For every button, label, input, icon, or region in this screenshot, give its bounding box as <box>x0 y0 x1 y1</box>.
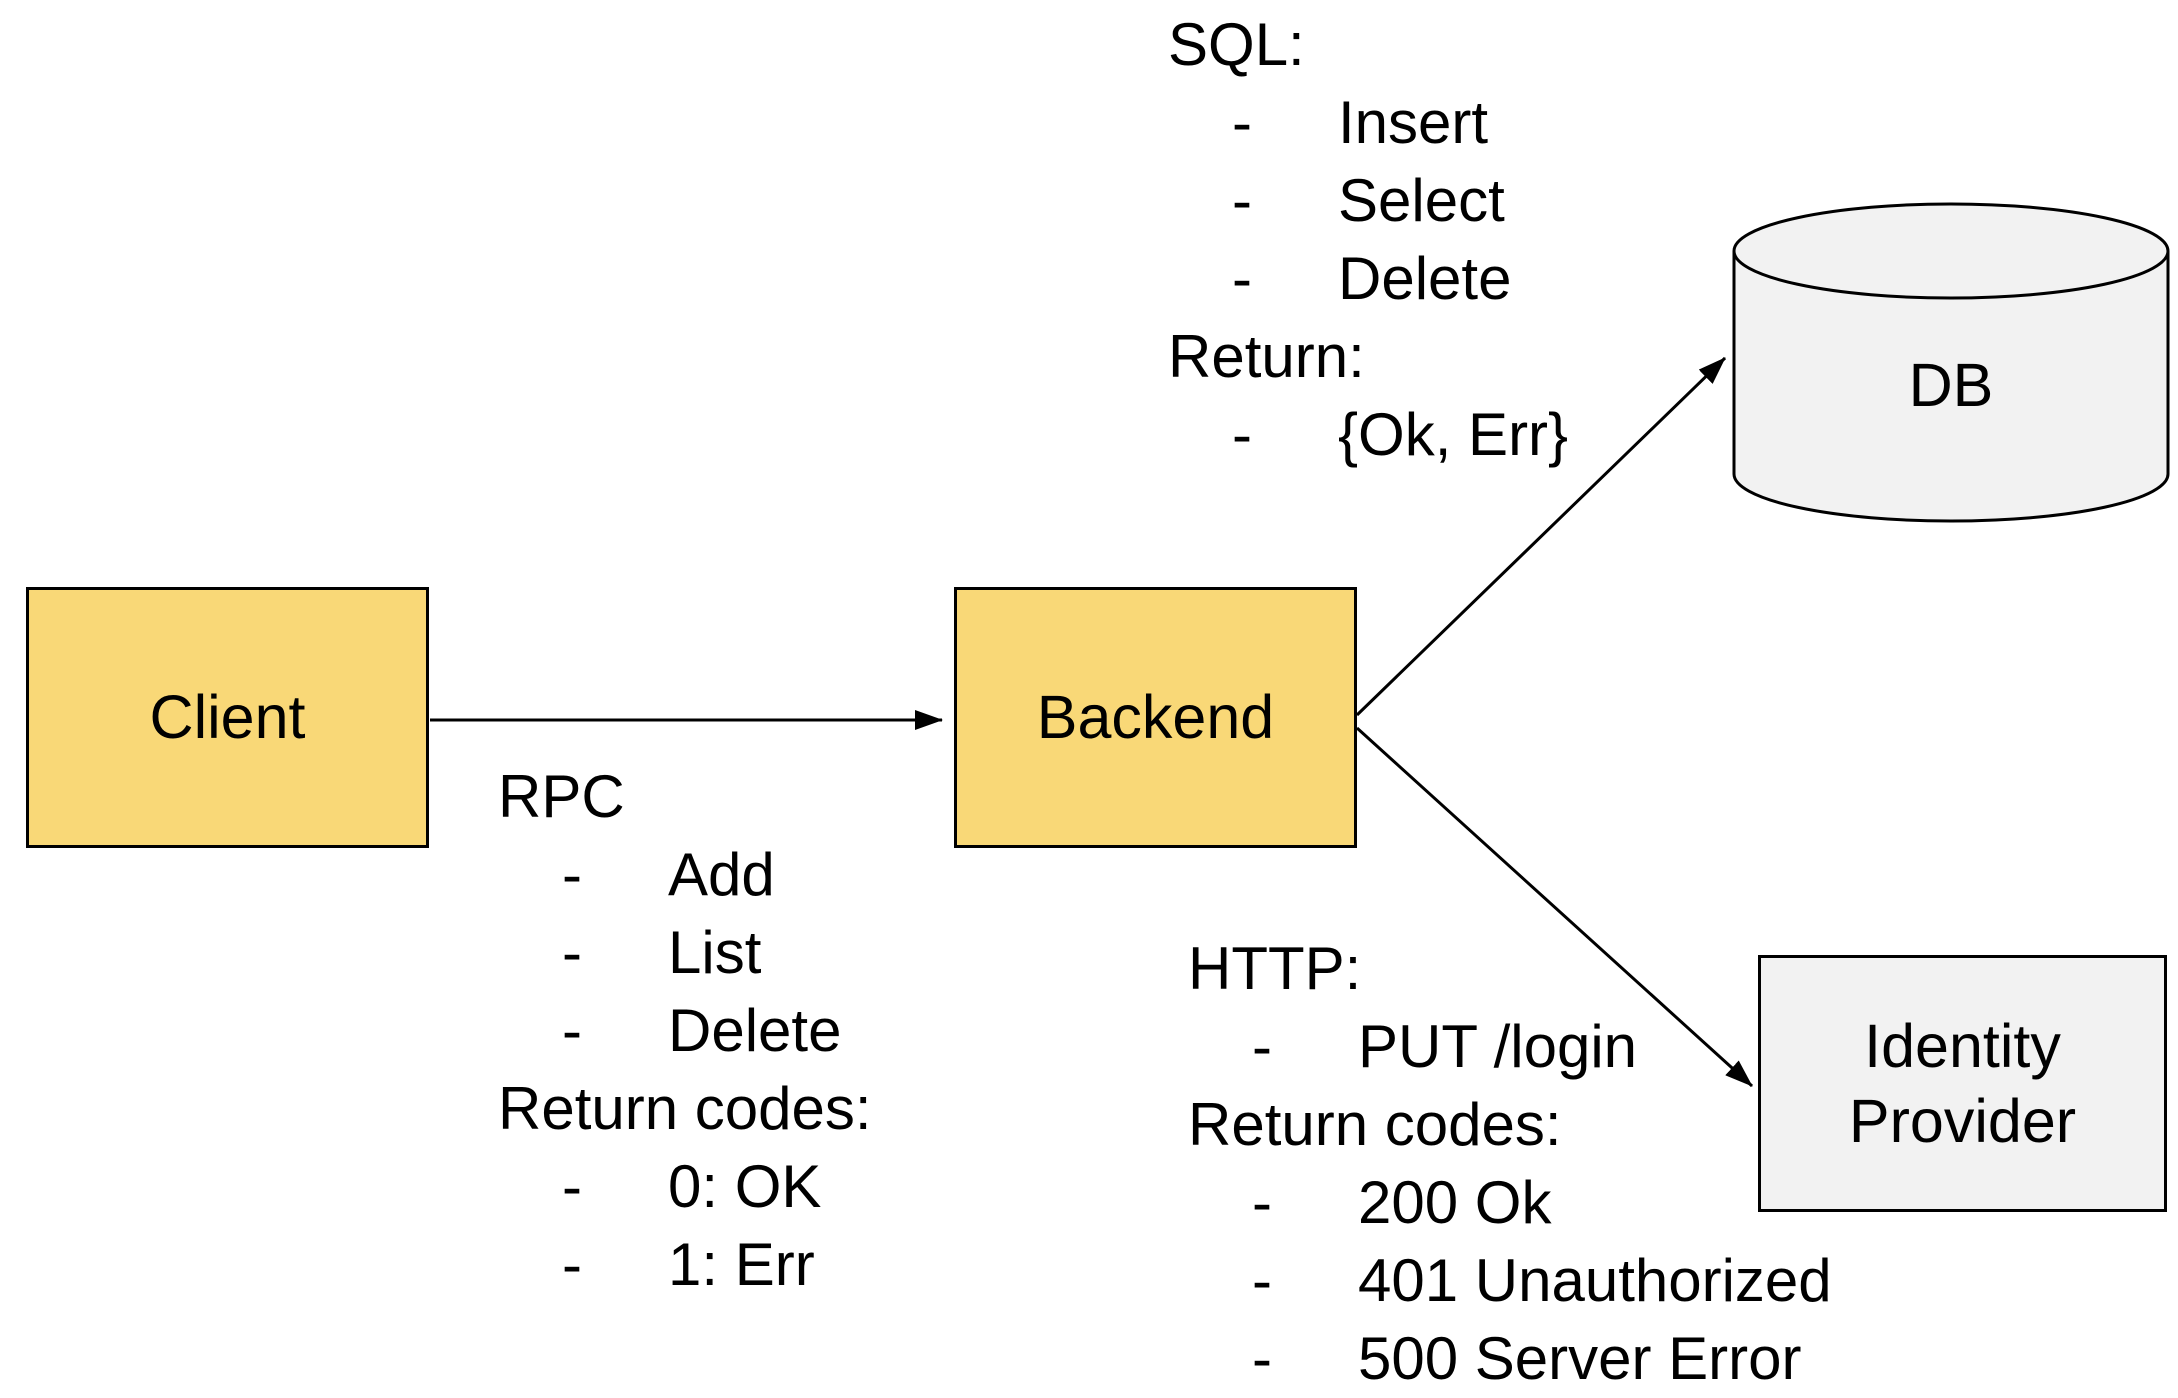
backend-to-identity-provider-arrow <box>1355 726 1754 1088</box>
http-item-put-login: - PUT /login <box>1188 1008 1832 1086</box>
client-node-label: Client <box>149 683 306 752</box>
rpc-return-item-label: 1: Err <box>668 1231 815 1298</box>
http-annotation: HTTP: - PUT /login Return codes: - 200 O… <box>1188 930 1832 1398</box>
rpc-item-label: List <box>668 919 762 986</box>
rpc-return-item-label: 0: OK <box>668 1153 822 1220</box>
sql-item-delete: - Delete <box>1168 240 1568 318</box>
sql-item-insert: - Insert <box>1168 84 1568 162</box>
client-node: Client <box>26 587 429 848</box>
bullet-dash: - <box>1252 1013 1272 1080</box>
rpc-annotation-title: RPC <box>498 763 625 830</box>
bullet-dash: - <box>1232 167 1252 234</box>
bullet-dash: - <box>562 997 582 1064</box>
bullet-dash: - <box>562 919 582 986</box>
backend-to-db-arrow <box>1355 356 1727 717</box>
identity-provider-node: Identity Provider <box>1758 955 2167 1212</box>
sql-return-item-ok-err: - {Ok, Err} <box>1168 396 1568 474</box>
rpc-item-delete: - Delete <box>498 992 872 1070</box>
rpc-return-title: Return codes: <box>498 1075 872 1142</box>
sql-return-title: Return: <box>1168 323 1365 390</box>
rpc-item-list: - List <box>498 914 872 992</box>
bullet-dash: - <box>1252 1169 1272 1236</box>
bullet-dash: - <box>1252 1325 1272 1392</box>
http-item-label: PUT /login <box>1358 1013 1638 1080</box>
db-cylinder-body <box>1732 251 2170 523</box>
http-return-item-200: - 200 Ok <box>1188 1164 1832 1242</box>
http-return-title: Return codes: <box>1188 1091 1562 1158</box>
backend-node: Backend <box>954 587 1357 848</box>
identity-provider-node-label: Identity Provider <box>1848 1012 2077 1155</box>
rpc-item-label: Delete <box>668 997 842 1064</box>
sql-item-label: Select <box>1338 167 1505 234</box>
rpc-item-label: Add <box>668 841 775 908</box>
bullet-dash: - <box>562 1231 582 1298</box>
bullet-dash: - <box>562 841 582 908</box>
bullet-dash: - <box>1232 89 1252 156</box>
rpc-annotation: RPC - Add - List - Delete Return codes: … <box>498 758 872 1304</box>
sql-return-item-label: {Ok, Err} <box>1338 401 1569 468</box>
db-node-label-container: DB <box>1734 345 2168 425</box>
sql-item-select: - Select <box>1168 162 1568 240</box>
rpc-return-item-ok: - 0: OK <box>498 1148 872 1226</box>
db-cylinder-top <box>1732 202 2170 300</box>
http-return-item-label: 500 Server Error <box>1358 1325 1802 1392</box>
sql-item-label: Delete <box>1338 245 1512 312</box>
bullet-dash: - <box>562 1153 582 1220</box>
db-cylinder <box>1732 202 2170 523</box>
sql-annotation-title: SQL: <box>1168 11 1305 78</box>
bullet-dash: - <box>1232 245 1252 312</box>
bullet-dash: - <box>1232 401 1252 468</box>
backend-node-label: Backend <box>1036 683 1275 752</box>
rpc-return-item-err: - 1: Err <box>498 1226 872 1304</box>
sql-item-label: Insert <box>1338 89 1489 156</box>
bullet-dash: - <box>1252 1247 1272 1314</box>
http-annotation-title: HTTP: <box>1188 935 1362 1002</box>
sql-annotation: SQL: - Insert - Select - Delete Return: … <box>1168 6 1568 474</box>
http-return-item-500: - 500 Server Error <box>1188 1320 1832 1398</box>
http-return-item-401: - 401 Unauthorized <box>1188 1242 1832 1320</box>
db-node-label: DB <box>1908 351 1994 419</box>
rpc-item-add: - Add <box>498 836 872 914</box>
http-return-item-label: 200 Ok <box>1358 1169 1552 1236</box>
http-return-item-label: 401 Unauthorized <box>1358 1247 1832 1314</box>
